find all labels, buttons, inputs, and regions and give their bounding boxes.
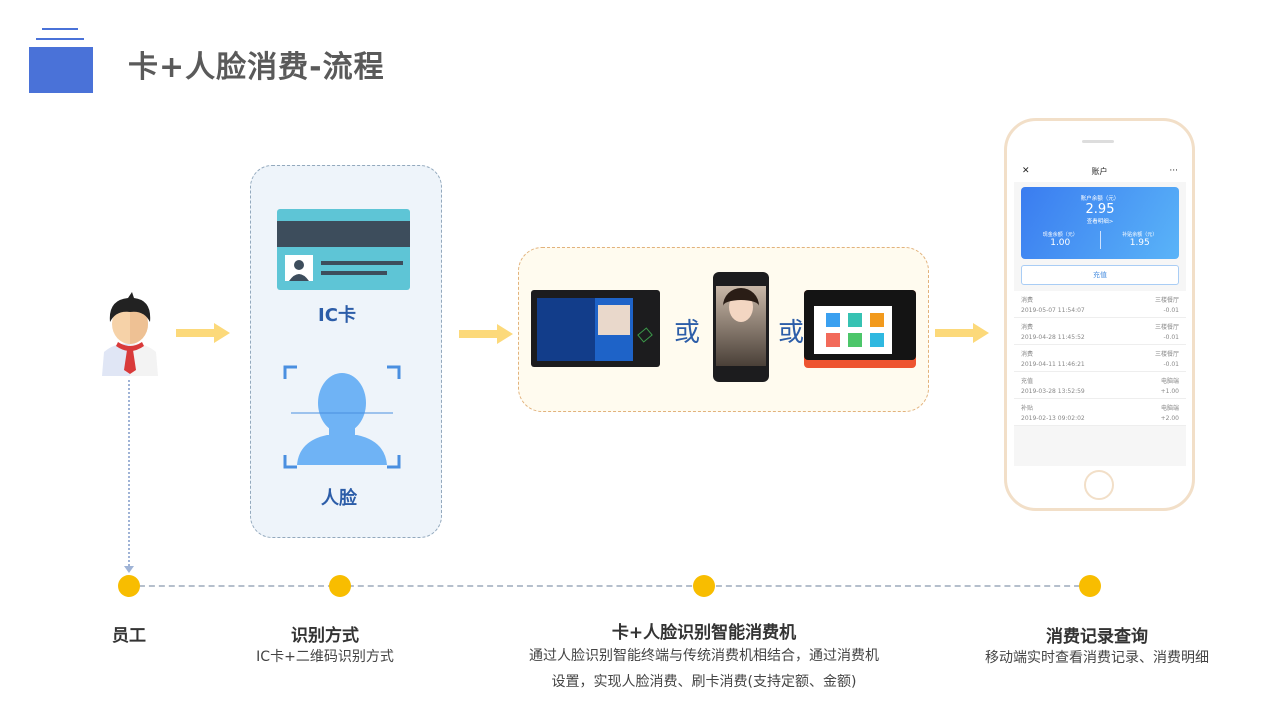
page-title: 卡+人脸消费-流程 xyxy=(128,50,385,85)
phone-speaker xyxy=(1082,140,1114,143)
transaction-row[interactable]: 消费 2019-05-07 11:54:07 三楼餐厅 -0.01 xyxy=(1014,291,1186,318)
account-screen: ✕ 账户 ··· 账户余额（元） 2.95 查看明细> 现金余额（元）1.00 … xyxy=(1014,160,1186,466)
subsidy-label: 补贴余额（元） xyxy=(1122,232,1158,238)
balance-card: 账户余额（元） 2.95 查看明细> 现金余额（元）1.00 补贴余额（元）1.… xyxy=(1021,187,1179,259)
more-icon[interactable]: ··· xyxy=(1169,166,1178,176)
balance-label: 账户余额（元） xyxy=(1080,196,1120,202)
step-title: 消费记录查询 xyxy=(1046,627,1148,647)
ic-card-icon xyxy=(277,209,410,290)
ic-card-label: IC卡 xyxy=(318,305,356,326)
transaction-list: 消费 2019-05-07 11:54:07 三楼餐厅 -0.01 消费 2019-04-… xyxy=(1014,291,1186,426)
transaction-place: 电脑端 xyxy=(1160,405,1179,412)
down-arrow-icon xyxy=(124,566,134,573)
or-text: 或 xyxy=(674,318,701,348)
arrow-right-icon xyxy=(935,323,989,343)
step-desc: 设置，实现人脸消费、刷卡消费(支持定额、金额) xyxy=(551,674,857,690)
transaction-type: 补贴 xyxy=(1021,405,1034,412)
employee-connector-line xyxy=(128,380,130,570)
step-records: 消费记录查询移动端实时查看消费记录、消费明细 xyxy=(985,622,1209,669)
transaction-time: 2019-02-13 09:02:02 xyxy=(1021,415,1085,422)
step-terminal: 卡+人脸识别智能消费机通过人脸识别智能终端与传统消费机相结合，通过消费机设置，实… xyxy=(529,618,879,695)
transaction-type: 消费 xyxy=(1021,297,1034,304)
face-label: 人脸 xyxy=(321,488,357,509)
phone-home-button[interactable] xyxy=(1084,470,1114,500)
transaction-type: 消费 xyxy=(1021,324,1034,331)
step-desc: IC卡+二维码识别方式 xyxy=(256,649,394,665)
subsidy-value: 1.95 xyxy=(1129,238,1150,248)
step-title: 识别方式 xyxy=(290,626,359,646)
transaction-amount: +1.00 xyxy=(1160,388,1179,395)
balance-value: 2.95 xyxy=(1085,202,1115,217)
transaction-amount: -0.01 xyxy=(1163,334,1179,341)
step-title: 员工 xyxy=(112,626,146,646)
transaction-time: 2019-03-28 13:52:59 xyxy=(1021,388,1085,395)
face-recognition-terminal xyxy=(713,272,769,382)
transaction-place: 电脑端 xyxy=(1160,378,1179,385)
timeline-dot xyxy=(1079,575,1101,597)
timeline-line xyxy=(129,585,1090,587)
transaction-place: 三楼餐厅 xyxy=(1154,324,1179,331)
transaction-place: 三楼餐厅 xyxy=(1154,351,1179,358)
face-recognition-icon xyxy=(283,365,401,469)
step-title: 卡+人脸识别智能消费机 xyxy=(611,623,797,643)
cash-label: 现金余额（元） xyxy=(1042,232,1078,238)
close-icon[interactable]: ✕ xyxy=(1022,166,1030,176)
transaction-place: 三楼餐厅 xyxy=(1154,297,1179,304)
transaction-amount: -0.01 xyxy=(1163,361,1179,368)
transaction-row[interactable]: 消费 2019-04-28 11:45:52 三楼餐厅 -0.01 xyxy=(1014,318,1186,345)
desktop-consumption-terminal xyxy=(531,290,660,367)
recharge-button[interactable]: 充值 xyxy=(1021,265,1179,285)
step-employee: 员工 xyxy=(112,621,146,646)
or-text: 或 xyxy=(778,318,805,348)
header-icon xyxy=(29,28,93,94)
transaction-row[interactable]: 消费 2019-04-11 11:46:21 三楼餐厅 -0.01 xyxy=(1014,345,1186,372)
step-desc: 通过人脸识别智能终端与传统消费机相结合，通过消费机 xyxy=(529,648,879,664)
transaction-time: 2019-05-07 11:54:07 xyxy=(1021,307,1085,314)
timeline-dot xyxy=(329,575,351,597)
transaction-amount: -0.01 xyxy=(1163,307,1179,314)
transaction-type: 充值 xyxy=(1021,378,1034,385)
transaction-type: 消费 xyxy=(1021,351,1034,358)
transaction-time: 2019-04-28 11:45:52 xyxy=(1021,334,1085,341)
transaction-row[interactable]: 补贴 2019-02-13 09:02:02 电脑端 +2.00 xyxy=(1014,399,1186,426)
tablet-consumption-terminal xyxy=(804,290,916,368)
step-desc: 移动端实时查看消费记录、消费明细 xyxy=(985,650,1209,666)
screen-title: 账户 xyxy=(1091,166,1108,176)
timeline-dot xyxy=(693,575,715,597)
transaction-time: 2019-04-11 11:46:21 xyxy=(1021,361,1085,368)
cash-value: 1.00 xyxy=(1050,238,1071,248)
timeline-dot xyxy=(118,575,140,597)
step-identification: 识别方式 IC卡+二维码识别方式 xyxy=(256,621,394,668)
arrow-right-icon xyxy=(176,323,230,343)
transaction-row[interactable]: 充值 2019-03-28 13:52:59 电脑端 +1.00 xyxy=(1014,372,1186,399)
arrow-right-icon xyxy=(459,324,513,344)
transaction-amount: +2.00 xyxy=(1160,415,1179,422)
detail-link[interactable]: 查看明细> xyxy=(1086,219,1114,225)
employee-avatar-icon xyxy=(102,292,158,376)
